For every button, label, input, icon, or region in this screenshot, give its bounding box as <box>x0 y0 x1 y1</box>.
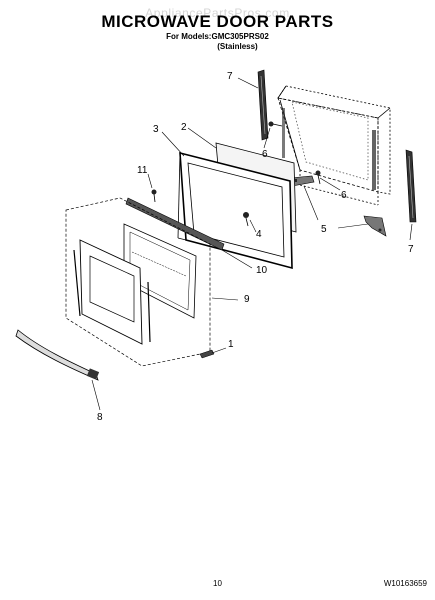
door-assembly-outline <box>65 197 211 367</box>
watermark-text: AppliancePartsPros.com <box>145 6 290 20</box>
seal-screw <box>151 189 157 203</box>
door-handle <box>15 329 100 381</box>
page-number: 10 <box>213 579 222 588</box>
callout-7-top: 7 <box>227 71 233 82</box>
page-title: MICROWAVE DOOR PARTS <box>101 12 334 31</box>
document-number: W10163659 <box>383 579 427 588</box>
screw-upper <box>268 121 283 127</box>
latch-bracket-lower <box>363 215 387 237</box>
callout-6-top: 6 <box>262 149 268 160</box>
callout-11: 11 <box>137 165 148 176</box>
callout-6-right: 6 <box>341 190 347 201</box>
callout-5-left: 5 <box>321 224 327 235</box>
door-screw <box>243 212 249 227</box>
door-front-panel <box>73 239 151 345</box>
callout-1: 1 <box>228 339 234 350</box>
microwave-cavity-frame <box>277 85 391 206</box>
callout-2: 2 <box>181 122 187 133</box>
callout-10: 10 <box>256 265 268 276</box>
hinge-left <box>257 69 269 141</box>
leader-lines <box>91 77 413 411</box>
callout-7-right: 7 <box>408 244 414 255</box>
models-line: For Models:GMC305PRS02 <box>166 32 269 41</box>
callout-9: 9 <box>244 294 250 305</box>
hinge-right <box>405 149 417 223</box>
callout-8: 8 <box>97 412 103 423</box>
callout-4: 4 <box>256 229 262 240</box>
callout-3: 3 <box>153 124 159 135</box>
spring-part <box>199 349 215 359</box>
finish-line: (Stainless) <box>217 42 258 51</box>
screw-lower <box>315 170 321 185</box>
